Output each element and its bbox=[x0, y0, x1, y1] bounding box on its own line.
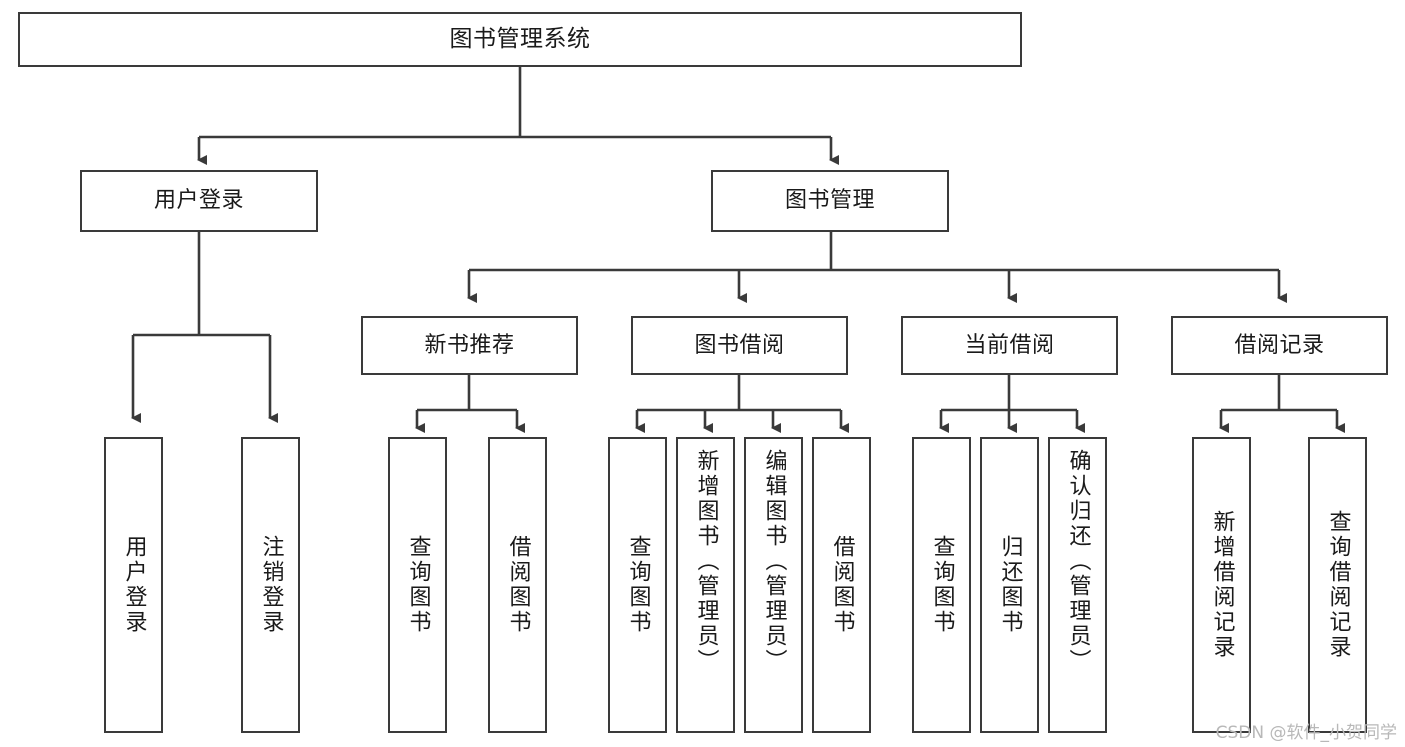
node-label: 图书借阅 bbox=[694, 332, 785, 358]
leaf-recommend-borrow-book[interactable]: 借阅图书 bbox=[488, 437, 547, 733]
node-borrow-records[interactable]: 借阅记录 bbox=[1171, 316, 1388, 375]
node-label: 编辑图书（管理员） bbox=[761, 449, 787, 674]
node-label: 新增图书（管理员） bbox=[693, 449, 719, 674]
node-label: 查询借阅记录 bbox=[1325, 510, 1351, 660]
leaf-current-query-book[interactable]: 查询图书 bbox=[912, 437, 971, 733]
node-book-borrow[interactable]: 图书借阅 bbox=[631, 316, 848, 375]
leaf-user-login-logout[interactable]: 注销登录 bbox=[241, 437, 300, 733]
leaf-recommend-query-book[interactable]: 查询图书 bbox=[388, 437, 447, 733]
leaf-current-return-book[interactable]: 归还图书 bbox=[980, 437, 1039, 733]
node-root-system[interactable]: 图书管理系统 bbox=[18, 12, 1022, 67]
node-label: 归还图书 bbox=[997, 535, 1023, 635]
node-label: 查询图书 bbox=[929, 535, 955, 635]
node-label: 新书推荐 bbox=[424, 332, 515, 358]
csdn-watermark: CSDN @软件_小贺同学 bbox=[1215, 723, 1397, 743]
node-label: 借阅图书 bbox=[829, 535, 855, 635]
node-label: 用户登录 bbox=[121, 535, 147, 635]
node-label: 新增借阅记录 bbox=[1209, 510, 1235, 660]
leaf-borrow-add-book[interactable]: 新增图书（管理员） bbox=[676, 437, 735, 733]
node-label: 借阅记录 bbox=[1234, 332, 1325, 358]
node-label: 图书管理系统 bbox=[449, 26, 591, 53]
leaf-borrow-query-book[interactable]: 查询图书 bbox=[608, 437, 667, 733]
node-new-book-recommend[interactable]: 新书推荐 bbox=[361, 316, 578, 375]
node-label: 当前借阅 bbox=[964, 332, 1055, 358]
node-label: 注销登录 bbox=[258, 535, 284, 635]
node-user-login[interactable]: 用户登录 bbox=[80, 170, 318, 232]
node-label: 查询图书 bbox=[405, 535, 431, 635]
leaf-records-add-record[interactable]: 新增借阅记录 bbox=[1192, 437, 1251, 733]
leaf-records-query-record[interactable]: 查询借阅记录 bbox=[1308, 437, 1367, 733]
leaf-borrow-edit-book[interactable]: 编辑图书（管理员） bbox=[744, 437, 803, 733]
node-book-management[interactable]: 图书管理 bbox=[711, 170, 949, 232]
node-label: 图书管理 bbox=[784, 188, 875, 214]
leaf-current-confirm-return[interactable]: 确认归还（管理员） bbox=[1048, 437, 1107, 733]
node-label: 用户登录 bbox=[153, 188, 244, 214]
node-label: 查询图书 bbox=[625, 535, 651, 635]
leaf-borrow-borrow-book[interactable]: 借阅图书 bbox=[812, 437, 871, 733]
node-label: 借阅图书 bbox=[505, 535, 531, 635]
leaf-user-login-login[interactable]: 用户登录 bbox=[104, 437, 163, 733]
node-current-borrow[interactable]: 当前借阅 bbox=[901, 316, 1118, 375]
node-label: 确认归还（管理员） bbox=[1065, 449, 1091, 674]
